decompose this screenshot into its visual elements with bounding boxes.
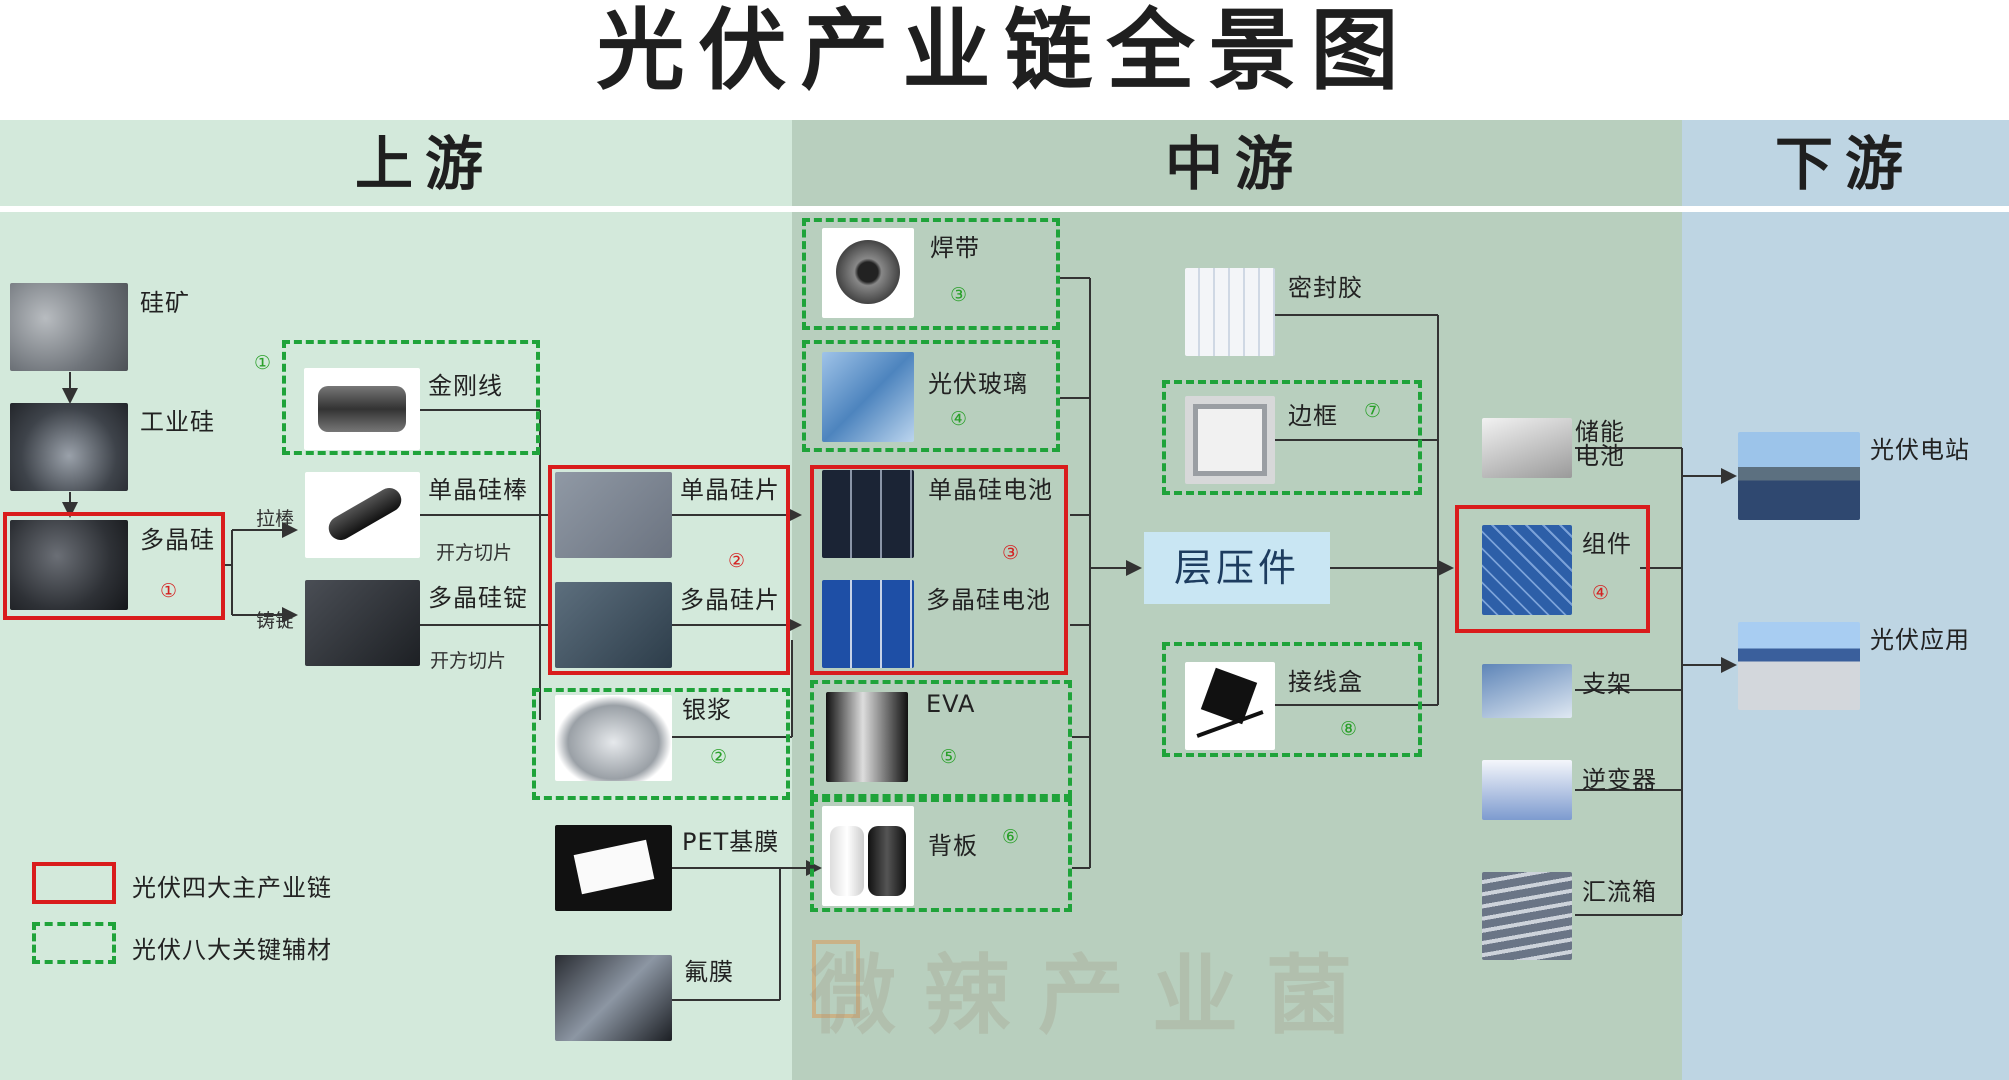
legend-key-materials-label: 光伏八大关键辅材 [132, 936, 332, 964]
poly-cell-label: 多晶硅电池 [926, 586, 1051, 614]
pv-glass-number: ④ [950, 408, 968, 430]
legend-main-chain-swatch [32, 862, 116, 904]
polysilicon-main-chain-box [3, 512, 225, 620]
combiner-box-image [1482, 872, 1572, 960]
storage-battery-label: 储能 电池 [1575, 418, 1625, 470]
page-title: 光伏产业链全景图 [596, 0, 1413, 102]
downstream-band [1682, 120, 2009, 1080]
squaring-slicing-label-2: 开方切片 [430, 650, 507, 672]
diamond-wire-image [304, 368, 420, 450]
pet-film-label: PET基膜 [682, 828, 780, 856]
silicon-ore-label: 硅矿 [140, 289, 190, 317]
pv-station-image [1738, 432, 1860, 520]
fluoro-film-label: 氟膜 [684, 958, 734, 986]
inverter-label: 逆变器 [1582, 766, 1657, 794]
casting-label: 铸锭 [256, 610, 295, 632]
solder-ribbon-label: 焊带 [930, 234, 980, 262]
combiner-box-label: 汇流箱 [1582, 878, 1657, 906]
sealant-image [1185, 268, 1275, 356]
silver-paste-label: 银浆 [682, 696, 732, 724]
mono-cell-image [822, 470, 914, 558]
pull-rod-label: 拉棒 [256, 508, 295, 530]
module-main-chain-box [1455, 505, 1650, 633]
junction-box-label: 接线盒 [1288, 668, 1363, 696]
poly-ingot-image [305, 580, 420, 666]
frame-number: ⑦ [1364, 400, 1382, 422]
solder-ribbon-image [822, 228, 914, 318]
silicon-ore-image [10, 283, 128, 371]
backsheet-label: 背板 [928, 832, 978, 860]
solder-ribbon-key-material-box [802, 218, 1060, 330]
eva-image [826, 692, 908, 782]
junction-box-number: ⑧ [1340, 718, 1358, 740]
solder-ribbon-number: ③ [950, 284, 968, 306]
polysilicon-label: 多晶硅 [140, 526, 215, 554]
silver-paste-image [555, 695, 672, 781]
pv-glass-image [822, 352, 914, 442]
diamond-wire-key-material-box [282, 340, 540, 455]
pv-application-image [1738, 622, 1860, 710]
bracket-label: 支架 [1582, 670, 1632, 698]
silver-paste-key-material-box [532, 688, 790, 800]
pet-film-image [555, 825, 672, 911]
bracket-image [1482, 664, 1572, 718]
backsheet-number: ⑥ [1002, 826, 1020, 848]
eva-number: ⑤ [940, 746, 958, 768]
storage-battery-image [1482, 418, 1572, 478]
legend-main-chain-label: 光伏四大主产业链 [132, 874, 332, 902]
sealant-label: 密封胶 [1288, 274, 1363, 302]
module-label: 组件 [1582, 530, 1632, 558]
upstream-header: 上游 [354, 130, 495, 198]
midstream-header: 中游 [1164, 130, 1305, 198]
downstream-header: 下游 [1774, 130, 1915, 198]
polysilicon-number: ① [160, 580, 178, 602]
pv-glass-key-material-box [802, 340, 1060, 452]
fluoro-film-image [555, 955, 672, 1041]
frame-label: 边框 [1288, 402, 1338, 430]
mono-wafer-image [555, 472, 672, 558]
silver-paste-number: ② [710, 746, 728, 768]
frame-image [1185, 396, 1275, 484]
poly-ingot-label: 多晶硅锭 [428, 584, 528, 612]
pv-station-label: 光伏电站 [1870, 436, 1970, 464]
mono-cell-label: 单晶硅电池 [928, 476, 1053, 504]
backsheet-image [822, 806, 914, 906]
diamond-wire-label: 金刚线 [428, 372, 503, 400]
polysilicon-image [10, 520, 128, 610]
industrial-silicon-image [10, 403, 128, 491]
wafer-number: ② [728, 550, 746, 572]
cell-number: ③ [1002, 542, 1020, 564]
industrial-silicon-label: 工业硅 [140, 408, 215, 436]
junction-box-image [1185, 662, 1275, 750]
wafers-main-chain-box [548, 465, 790, 675]
inverter-image [1482, 760, 1572, 820]
diamond-wire-number: ① [254, 352, 272, 374]
eva-key-material-box [810, 680, 1072, 798]
module-image [1482, 525, 1572, 615]
legend-key-materials-swatch [32, 922, 116, 964]
junction-box-key-material-box [1162, 642, 1422, 757]
poly-cell-image [822, 580, 914, 668]
cells-main-chain-box [810, 465, 1068, 675]
poly-wafer-label: 多晶硅片 [680, 586, 780, 614]
header-divider [0, 206, 2009, 212]
frame-key-material-box [1162, 380, 1422, 495]
watermark-text: 微辣产业菌 [810, 945, 1380, 1046]
pv-application-label: 光伏应用 [1870, 626, 1970, 654]
eva-label: EVA [926, 690, 976, 718]
watermark-logo [812, 940, 860, 1018]
poly-wafer-image [555, 582, 672, 668]
backsheet-key-material-box [810, 798, 1072, 912]
squaring-slicing-label-1: 开方切片 [436, 542, 513, 564]
mono-wafer-label: 单晶硅片 [680, 476, 780, 504]
mono-rod-label: 单晶硅棒 [428, 476, 528, 504]
laminate-label: 层压件 [1144, 532, 1330, 604]
module-number: ④ [1592, 582, 1610, 604]
pv-glass-label: 光伏玻璃 [928, 370, 1028, 398]
mono-rod-image [305, 472, 420, 558]
